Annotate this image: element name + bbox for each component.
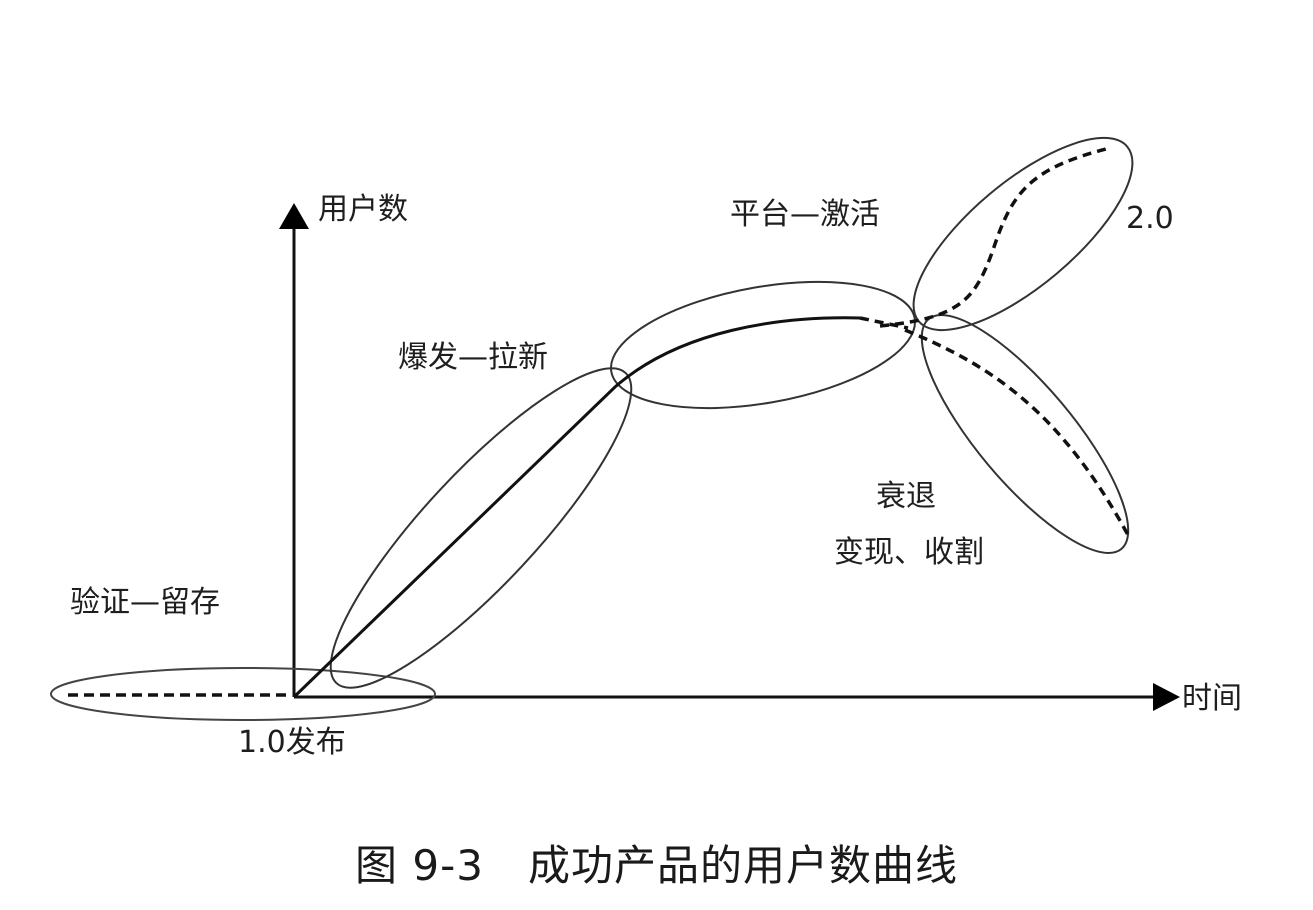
stage-label-decline: 衰退 <box>876 479 936 514</box>
stage-label-monetize: 变现、收割 <box>834 535 984 570</box>
stage-validate-ellipse <box>50 667 436 721</box>
figure-caption: 图 9-3 成功产品的用户数曲线 <box>0 832 1313 893</box>
stage-platform-ellipse <box>610 280 916 410</box>
x-axis <box>294 683 1180 711</box>
y-axis-label: 用户数 <box>318 192 408 227</box>
stage-label-validate: 验证—留存 <box>70 585 220 620</box>
stage-explode-ellipse <box>329 367 633 689</box>
stage-label-explode: 爆发—拉新 <box>398 340 548 375</box>
stage-label-v2: 2.0 <box>1126 201 1174 236</box>
growth-curve-transition-dashed <box>859 316 909 330</box>
stage-v2-ellipse <box>912 136 1134 332</box>
figure-caption-number: 图 9-3 <box>355 841 484 890</box>
y-axis-arrow-icon <box>279 203 309 229</box>
stage-label-platform: 平台—激活 <box>730 197 880 232</box>
x-axis-arrow-icon <box>1153 683 1180 711</box>
stage-label-launch: 1.0发布 <box>238 725 346 760</box>
x-axis-label: 时间 <box>1182 681 1242 716</box>
decline-curve-dashed <box>904 328 1130 536</box>
growth-curve-solid <box>292 316 861 699</box>
figure-caption-title: 成功产品的用户数曲线 <box>527 841 958 890</box>
v2-curve-dashed <box>879 146 1111 328</box>
y-axis <box>279 203 309 697</box>
